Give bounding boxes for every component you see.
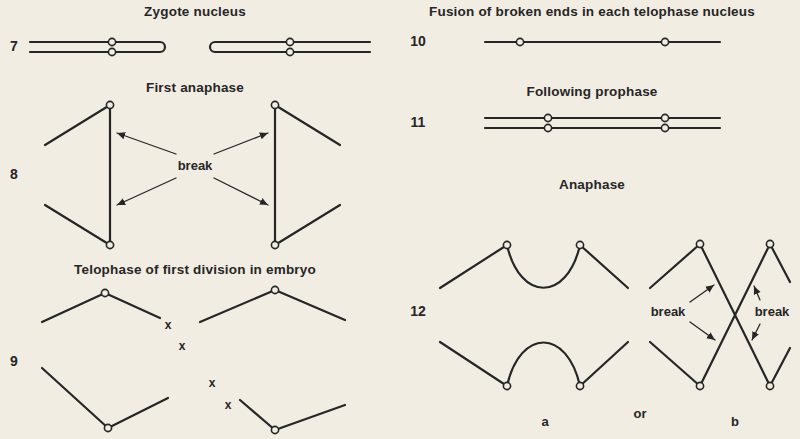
break-arrow xyxy=(690,322,715,340)
chromatid-arm xyxy=(650,342,700,386)
dicentric-bridge xyxy=(45,105,110,245)
panel-letter: b xyxy=(729,415,741,429)
loop-chromatid xyxy=(440,342,628,386)
section-heading: First anaphase xyxy=(144,81,246,96)
break-label: break xyxy=(649,305,688,319)
broken-chromosome xyxy=(200,290,345,322)
figure-number: 10 xyxy=(408,34,428,49)
chromosome xyxy=(30,42,165,52)
figure-number: 8 xyxy=(8,167,20,182)
section-heading: Telophase of first division in embryo xyxy=(72,263,318,278)
chromatid xyxy=(485,117,720,119)
loop-chromatid xyxy=(440,245,628,288)
chromatid xyxy=(485,127,720,129)
break-mark: x xyxy=(177,340,188,353)
figure-number: 7 xyxy=(8,39,20,54)
broken-chromosome xyxy=(240,400,345,430)
broken-chromosome xyxy=(42,368,168,428)
break-arrow xyxy=(214,133,268,154)
section-heading: Fusion of broken ends in each telophase … xyxy=(427,5,757,20)
centromeres xyxy=(101,38,773,433)
chromatid-arm xyxy=(770,348,790,386)
break-mark: x xyxy=(207,377,218,390)
connector-word: or xyxy=(632,407,649,421)
break-arrow xyxy=(690,285,714,302)
panel-letter: a xyxy=(539,415,550,429)
section-heading: Following prophase xyxy=(524,85,659,100)
break-label: break xyxy=(176,159,215,173)
chromatid-arm xyxy=(650,244,700,288)
figure-number: 12 xyxy=(408,304,428,319)
break-arrow xyxy=(752,324,760,340)
break-label: break xyxy=(753,305,792,319)
break-arrow xyxy=(754,286,760,300)
broken-chromosome xyxy=(42,293,160,322)
figure-number: 11 xyxy=(409,115,428,130)
dicentric-bridge xyxy=(275,105,340,245)
section-heading: Anaphase xyxy=(557,178,627,193)
break-arrow xyxy=(117,133,176,154)
section-heading: Zygote nucleus xyxy=(142,5,248,20)
break-mark: x xyxy=(163,319,174,332)
chromatid-arm xyxy=(770,244,790,282)
figure-number: 9 xyxy=(8,354,20,369)
break-arrow xyxy=(117,178,176,205)
break-arrow xyxy=(214,178,268,205)
break-mark: x xyxy=(223,399,234,412)
